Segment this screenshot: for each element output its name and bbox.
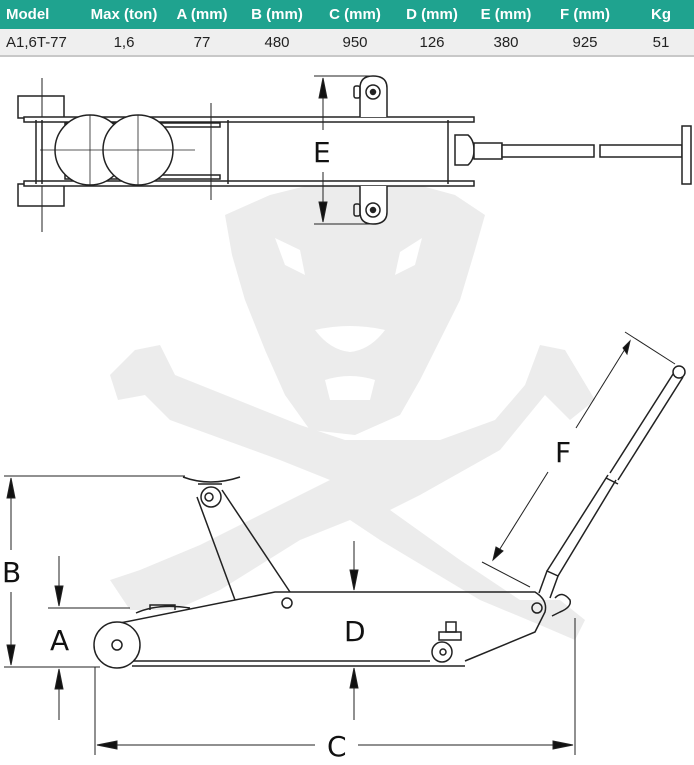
header-max-ton: Max (ton) <box>82 0 166 29</box>
header-d: D (mm) <box>394 0 470 29</box>
header-b: B (mm) <box>238 0 316 29</box>
cell-model: A1,6T-77 <box>0 29 82 57</box>
label-d: D <box>344 615 366 648</box>
cell-max-ton: 1,6 <box>82 29 166 57</box>
dimension-lines <box>4 331 676 755</box>
header-kg: Kg <box>628 0 694 29</box>
label-c: C <box>327 730 347 763</box>
top-view <box>17 75 692 232</box>
cell-f: 925 <box>542 29 628 57</box>
label-a: A <box>50 624 69 657</box>
header-f: F (mm) <box>542 0 628 29</box>
table-row: A1,6T-77 1,6 77 480 950 126 380 925 51 <box>0 29 694 57</box>
cell-c: 950 <box>316 29 394 57</box>
cell-e: 380 <box>470 29 542 57</box>
label-b: B <box>2 556 21 589</box>
cell-a: 77 <box>166 29 238 57</box>
header-c: C (mm) <box>316 0 394 29</box>
header-a: A (mm) <box>166 0 238 29</box>
spec-table: Model Max (ton) A (mm) B (mm) C (mm) D (… <box>0 0 694 57</box>
cell-b: 480 <box>238 29 316 57</box>
label-f: F <box>555 436 571 469</box>
side-view <box>93 365 686 669</box>
watermark-logo-details <box>275 238 422 400</box>
dimension-e <box>314 75 370 225</box>
table-header-row: Model Max (ton) A (mm) B (mm) C (mm) D (… <box>0 0 694 29</box>
cell-kg: 51 <box>628 29 694 57</box>
header-e: E (mm) <box>470 0 542 29</box>
cell-d: 126 <box>394 29 470 57</box>
header-model: Model <box>0 0 82 29</box>
label-e: E <box>313 136 331 169</box>
